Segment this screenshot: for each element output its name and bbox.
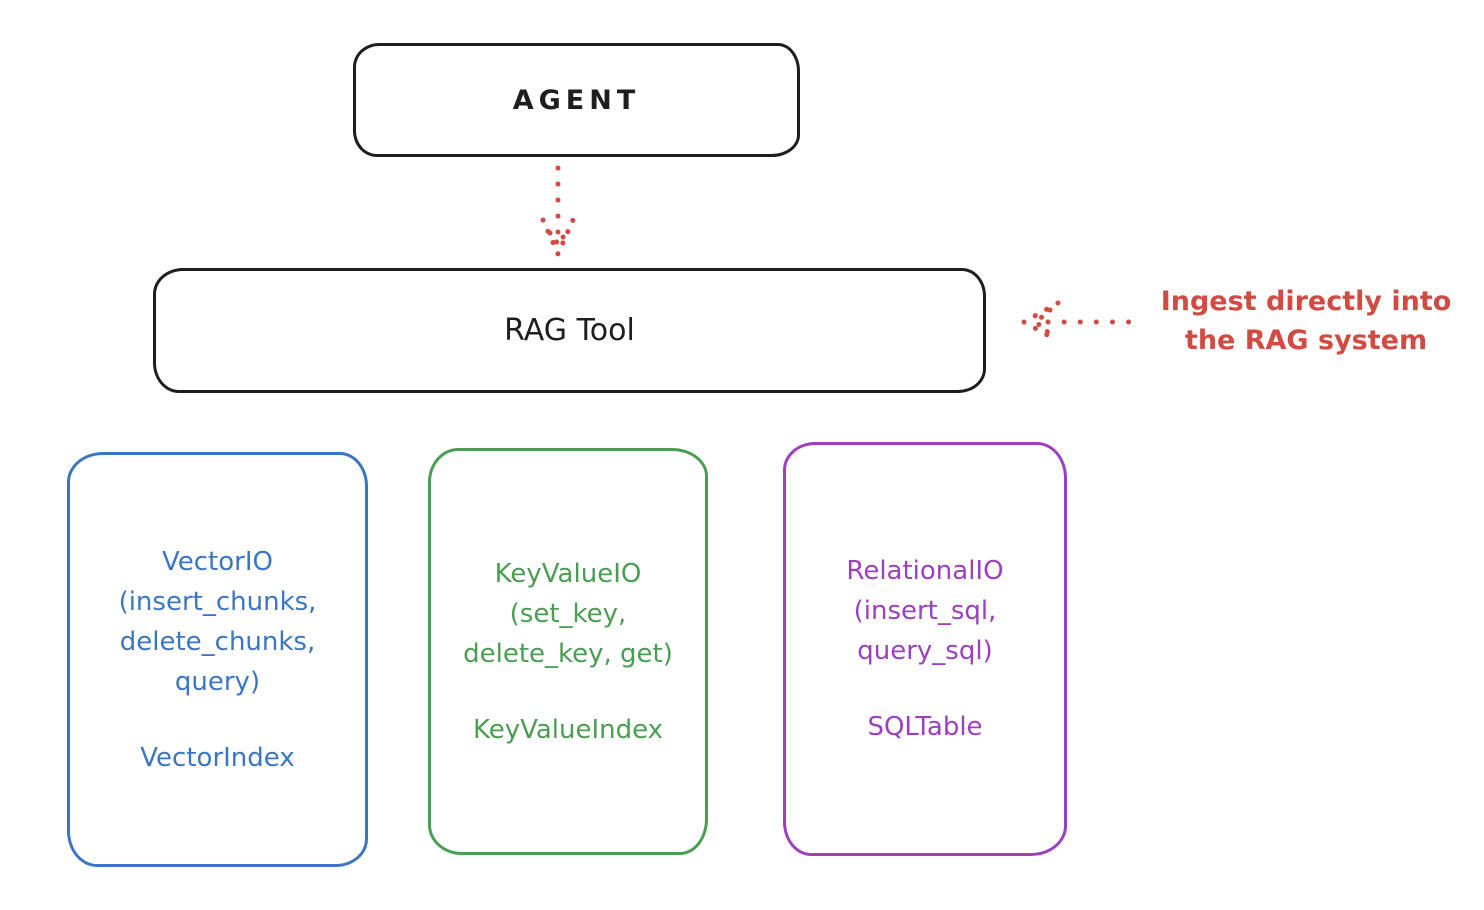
keyvalue-io-box: KeyValueIO (set_key, delete_key, get) Ke… [428, 448, 708, 855]
store-index-label: SQLTable [867, 712, 983, 742]
store-line: (insert_chunks, [118, 586, 317, 617]
store-line: RelationalIO [846, 556, 1004, 586]
store-line: (insert_sql, [853, 596, 997, 626]
ingest-note-line2: the RAG system [1184, 325, 1428, 356]
rag-tool-box: RAG Tool [153, 268, 986, 393]
ingest-note-line1: Ingest directly into [1160, 286, 1452, 317]
rag-tool-label: RAG Tool [504, 313, 635, 348]
agent-box: AGENT [353, 43, 800, 157]
store-line: delete_key, get) [463, 638, 673, 669]
store-line: query_sql) [857, 636, 993, 666]
store-line: KeyValueIO [494, 558, 642, 589]
store-lines: VectorIO (insert_chunks, delete_chunks, … [119, 542, 317, 702]
store-line: (set_key, [509, 598, 627, 629]
store-line: query) [174, 666, 261, 697]
agent-to-rag-arrow [540, 165, 576, 261]
store-lines: RelationalIO (insert_sql, query_sql) [846, 551, 1003, 671]
store-index-label: VectorIndex [140, 742, 295, 773]
ingest-arrow [1018, 300, 1133, 344]
store-index-label: KeyValueIndex [472, 714, 664, 745]
vector-io-box: VectorIO (insert_chunks, delete_chunks, … [67, 452, 368, 867]
store-lines: KeyValueIO (set_key, delete_key, get) [463, 554, 673, 674]
store-line: VectorIO [162, 546, 273, 577]
agent-label: AGENT [512, 84, 641, 116]
relational-io-box: RelationalIO (insert_sql, query_sql) SQL… [783, 442, 1067, 856]
ingest-note: Ingest directly into the RAG system [1138, 282, 1474, 360]
store-line: delete_chunks, [119, 626, 316, 657]
